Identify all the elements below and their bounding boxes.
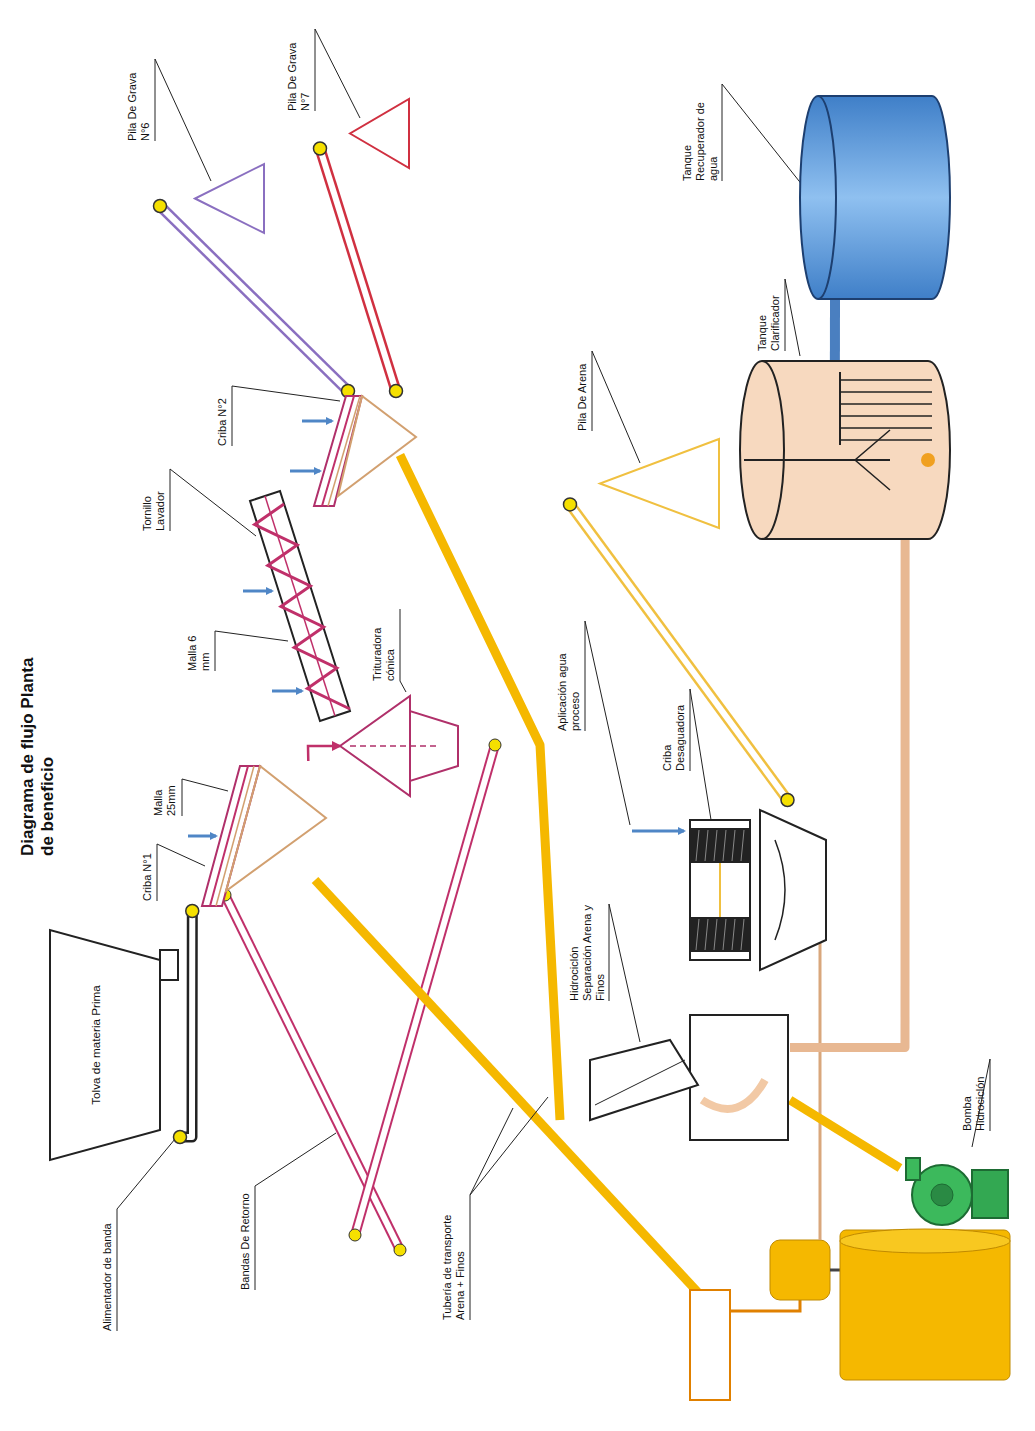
- node-label: Tolva de materia Prima: [88, 975, 104, 1115]
- cone-crusher: Trituradora cónica: [340, 691, 460, 801]
- conveyor-belt: [314, 142, 403, 398]
- water-pipe: [834, 300, 835, 360]
- diagram-title: Diagrama de flujo Planta de beneficio: [18, 656, 58, 856]
- screw-washer: Tornillo Lavador: [250, 491, 350, 721]
- dewatering-screen-shape: [660, 800, 830, 980]
- flow-arrow: [308, 746, 340, 761]
- callout-label: Pila De Arena: [576, 349, 589, 431]
- callout-label: Criba N°1: [141, 831, 154, 901]
- hydrocyclone-shape: [590, 1010, 790, 1160]
- cone-crusher-shape: [340, 691, 460, 801]
- conveyor-belt: [154, 200, 355, 398]
- clarifier-tank-shape: [740, 360, 950, 540]
- gravel-pile-shape: [320, 96, 410, 171]
- sand-pile-shape: [570, 436, 720, 531]
- vibrating-screen: Criba N°1: [185, 761, 330, 911]
- slurry-pipe: [790, 1100, 900, 1168]
- vibrating-screen-shape: [185, 761, 330, 911]
- dewatering-screen: Criba Desaguadora: [660, 800, 830, 980]
- vibrating-screen-shape: [300, 391, 420, 511]
- callout-label: Tanque Recuperador de agua: [681, 84, 720, 181]
- overflow-pipe: [790, 540, 905, 1048]
- return-bands: [219, 739, 501, 1256]
- sump-tanks: [690, 920, 1010, 1400]
- callout-label: Criba Desaguadora: [661, 689, 687, 771]
- callout-label: Pila De Grava N°6: [126, 59, 152, 141]
- sand-fines-pipes: [315, 455, 705, 1300]
- callout-label: Trituradora cónica: [371, 609, 397, 681]
- feed-hopper-shape: [50, 930, 180, 1160]
- part-label: Bandas De Retorno: [239, 1172, 252, 1290]
- gravel-pile: Pila De Grava N°7: [320, 96, 410, 171]
- callout-label: Hidrociclón Separación Arena y Finos: [568, 904, 607, 1001]
- sand-pile: Pila De Arena: [570, 436, 720, 531]
- vibrating-screen: Criba N°2: [300, 391, 420, 511]
- gravel-pile-shape: [160, 161, 265, 236]
- water-tank: Tanque Recuperador de agua: [800, 95, 950, 300]
- mesh-label: Malla 25mm: [152, 774, 178, 816]
- gravel-pile: Pila De Grava N°6: [160, 161, 265, 236]
- part-label: Alimentador de banda: [101, 1191, 114, 1331]
- water-tank-shape: [800, 95, 950, 300]
- process-note: Aplicación agua proceso: [556, 619, 582, 731]
- callout-label: Tornillo Lavador: [141, 469, 167, 531]
- conveyor-belt: [564, 498, 795, 807]
- part-label: Tubería de transporte Arena + Finos: [441, 1192, 467, 1320]
- leader-lines: [117, 29, 990, 1331]
- callout-label: Bomba Hidrociclón: [961, 1059, 987, 1131]
- feed-hopper: Tolva de materia Prima: [50, 930, 180, 1160]
- hydrocyclone: Hidrociclón Separación Arena y Finos: [590, 1010, 790, 1160]
- clarifier-tank: Tanque Clarificador: [740, 360, 950, 540]
- screw-washer-shape: [250, 491, 350, 721]
- belt-feeder: [174, 905, 199, 1144]
- callout-label: Tanque Clarificador: [756, 279, 782, 351]
- callout-label: Criba N°2: [216, 376, 229, 446]
- pump: Bomba Hidrociclón: [900, 1150, 1010, 1240]
- mesh-label: Malla 6 mm: [186, 629, 212, 671]
- callout-label: Pila De Grava N°7: [286, 29, 312, 111]
- pump-shape: [900, 1150, 1010, 1240]
